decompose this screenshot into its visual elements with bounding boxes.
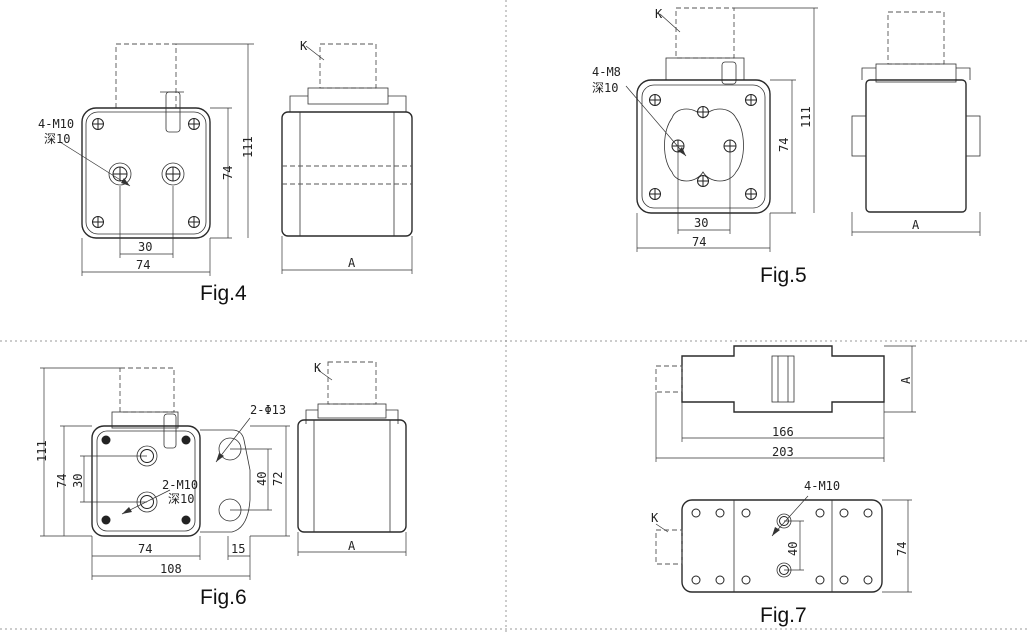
- fig7-dim-166: 166: [772, 425, 794, 439]
- fig7-bolt-array: [691, 508, 873, 585]
- fig4-tap-hole-right: [161, 162, 185, 186]
- fig5-bolt-top: [697, 106, 709, 118]
- fig6-dim-40: 40: [255, 472, 269, 486]
- fig4-bolt-tr: [188, 118, 200, 130]
- fig4-dim-74: 74: [136, 258, 150, 272]
- fig7-dim-40: 40: [786, 542, 800, 556]
- fig5-dim-74: 74: [692, 235, 706, 249]
- fig6-tap-label: 2-M10: [162, 478, 198, 492]
- fig5-tap-label: 4-M8: [592, 65, 621, 79]
- fig6-dim-72: 72: [271, 472, 285, 486]
- fig4-side-view: K A: [281, 39, 413, 274]
- fig6-dim-30-v: 30: [71, 474, 85, 488]
- fig6-hole-label: 2-Φ13: [250, 403, 286, 417]
- fig5-bolt-tr: [745, 94, 757, 106]
- fig7-caption: Fig.7: [760, 604, 807, 627]
- fig4-k-label: K: [300, 39, 308, 53]
- fig6-caption: Fig.6: [200, 586, 247, 609]
- fig5-bolt-bottom: [697, 175, 709, 187]
- fig5-dim-74-v: 74: [777, 138, 791, 152]
- fig5-dim-a: A: [912, 218, 920, 232]
- fig4-dim-111: 111: [241, 136, 255, 158]
- fig6-side-view: K A: [297, 361, 407, 556]
- fig4-caption: Fig.4: [200, 282, 247, 305]
- fig5-front-view: 4-M8 深10 30 74 74 111 K: [592, 7, 818, 252]
- fig6-dim-a: A: [348, 539, 356, 553]
- fig6-tap-depth: 深10: [168, 492, 194, 506]
- fig5-bolt-tl: [649, 94, 661, 106]
- fig7-bottom-view: 4-M10 40 74 K: [651, 479, 912, 593]
- fig5-bolt-bl: [649, 188, 661, 200]
- fig7-dim-74: 74: [895, 542, 909, 556]
- fig6-dim-108: 108: [160, 562, 182, 576]
- fig4-tap-hole-left: [108, 162, 132, 186]
- fig5-bolt-br: [745, 188, 757, 200]
- fig4-dim-74-v: 74: [221, 166, 235, 180]
- fig5-side-view: A: [851, 11, 981, 236]
- fig5-tap-depth: 深10: [592, 81, 618, 95]
- fig7-k-label: K: [651, 511, 659, 525]
- fig5-caption: Fig.5: [760, 264, 807, 287]
- fig7-top-view: A 166 203: [655, 345, 916, 462]
- fig6-dim-74-v: 74: [55, 474, 69, 488]
- fig6-front-view: 2-M10 深10 2-Φ13 111 74 30 40 72 74 15 10…: [35, 367, 290, 580]
- fig7-tap-label: 4-M10: [804, 479, 840, 493]
- fig4-bolt-tl: [92, 118, 104, 130]
- fig4-dim-30: 30: [138, 240, 152, 254]
- fig5-tap-hole-right: [723, 139, 737, 153]
- fig4-tap-depth: 深10: [44, 132, 70, 146]
- fig4-tap-label: 4-M10: [38, 117, 74, 131]
- fig7-dim-203: 203: [772, 445, 794, 459]
- fig6-dim-74: 74: [138, 542, 152, 556]
- fig7-dim-a: A: [899, 376, 913, 384]
- fig4-bolt-bl: [92, 216, 104, 228]
- fig4-front-view: 4-M10 深10 30 74 74 111: [38, 43, 255, 276]
- fig6-dim-111: 111: [35, 440, 49, 462]
- fig6-dim-15: 15: [231, 542, 245, 556]
- fig4-dim-a: A: [348, 256, 356, 270]
- fig4-bolt-br: [188, 216, 200, 228]
- fig5-dim-30: 30: [694, 216, 708, 230]
- fig6-k-label: K: [314, 361, 322, 375]
- fig5-k-label: K: [655, 7, 663, 21]
- fig6-corner-dots: [101, 435, 191, 525]
- fig5-dim-111: 111: [799, 106, 813, 128]
